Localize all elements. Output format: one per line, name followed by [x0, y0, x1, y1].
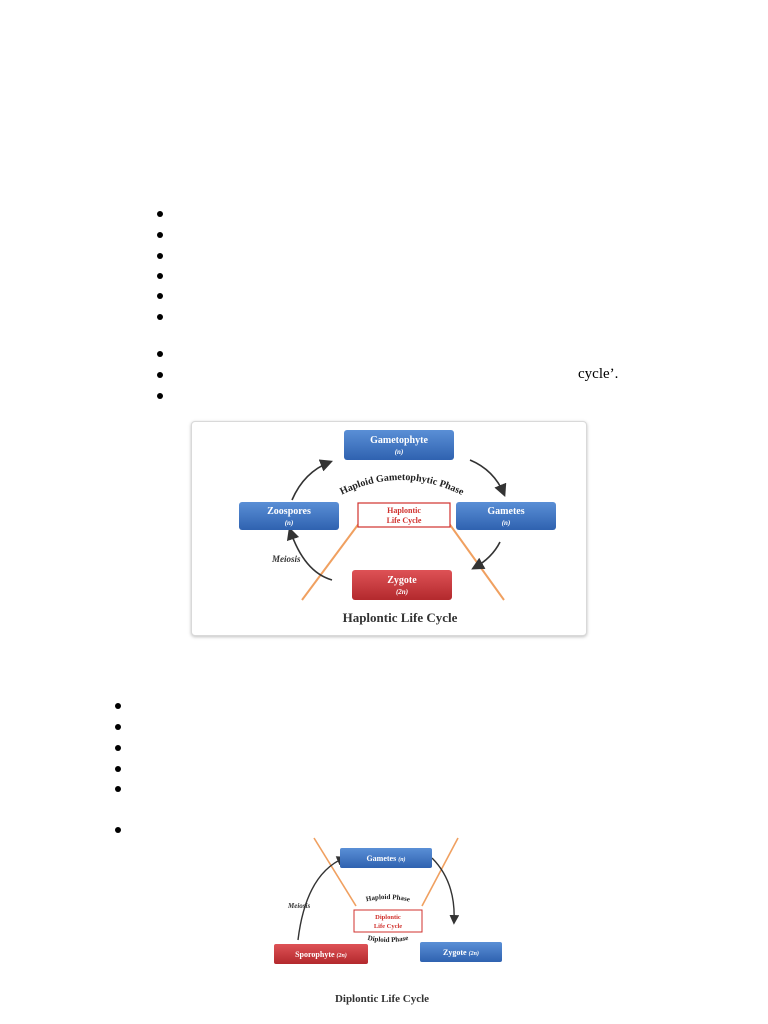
- diplontic-life-cycle-figure: Gametes (n) Meiosis Haploid Phase Diplon…: [262, 836, 514, 1012]
- meiosis-label: Meiosis: [287, 902, 310, 910]
- bullet: [157, 351, 163, 357]
- bullet: [157, 211, 163, 217]
- svg-text:Life Cycle: Life Cycle: [387, 516, 422, 525]
- bullet: [157, 253, 163, 259]
- bullet: [115, 703, 121, 709]
- arrow-sporophyte-to-gametes: [297, 856, 347, 941]
- bullet: [157, 273, 163, 279]
- svg-text:(2n): (2n): [396, 588, 408, 596]
- svg-text:Diplontic: Diplontic: [375, 914, 401, 921]
- gametes-box: Gametes (n): [340, 848, 432, 868]
- phase-label: Haploid Gametophytic Phase: [338, 472, 466, 498]
- bullet: [115, 745, 121, 751]
- sporophyte-box: Sporophyte (2n): [274, 944, 368, 964]
- zygote-box: Zygote (2n): [420, 942, 502, 962]
- svg-text:(n): (n): [502, 519, 511, 527]
- svg-text:Haplontic: Haplontic: [387, 506, 421, 515]
- bullet: [157, 372, 163, 378]
- arrow-gametophyte-to-gametes: [469, 459, 507, 497]
- svg-text:Gametes: Gametes: [487, 506, 524, 517]
- svg-text:(n): (n): [285, 519, 294, 527]
- bullet: [157, 232, 163, 238]
- figure-title: Diplontic Life Cycle: [335, 993, 429, 1005]
- svg-text:(n): (n): [395, 448, 404, 456]
- figure-title: Haplontic Life Cycle: [343, 610, 458, 625]
- svg-text:Zoospores: Zoospores: [267, 506, 311, 517]
- diplontic-center-label: Diplontic Life Cycle: [353, 909, 423, 933]
- diploid-phase-label: Diploid Phase: [367, 934, 409, 944]
- trailing-text: cycle’.: [578, 366, 619, 382]
- haplontic-center-label: Haplontic Life Cycle: [357, 502, 451, 528]
- svg-text:Gametophyte: Gametophyte: [370, 435, 428, 446]
- svg-text:Zygote: Zygote: [387, 575, 417, 586]
- bullet: [157, 393, 163, 399]
- zoospores-box: Zoospores (n): [239, 502, 339, 530]
- gametophyte-box: Gametophyte (n): [344, 430, 454, 460]
- zygote-box: Zygote (2n): [352, 570, 452, 600]
- orange-line-left: [313, 837, 357, 907]
- bullet: [157, 314, 163, 320]
- orange-line-right: [421, 837, 459, 907]
- haplontic-life-cycle-figure: Haploid Gametophytic Phase Gametophyte (…: [191, 421, 587, 636]
- svg-text:Zygote (2n): Zygote (2n): [443, 948, 479, 957]
- haploid-phase-label: Haploid Phase: [365, 893, 411, 904]
- orange-line-right: [447, 521, 505, 601]
- bullet: [115, 766, 121, 772]
- svg-text:Sporophyte (2n): Sporophyte (2n): [295, 950, 347, 959]
- arrow-gametes-to-zygote: [471, 541, 501, 570]
- bullet: [157, 293, 163, 299]
- bullet: [115, 724, 121, 730]
- arrow-zoospores-to-gametophyte: [291, 459, 333, 501]
- svg-text:Gametes (n): Gametes (n): [366, 854, 405, 863]
- svg-text:Life Cycle: Life Cycle: [374, 923, 402, 930]
- meiosis-label: Meiosis: [271, 554, 301, 564]
- arrow-zygote-to-zoospores: [286, 526, 333, 581]
- arrow-gametes-to-zygote: [431, 857, 460, 925]
- orange-line-left: [301, 521, 361, 601]
- bullet: [115, 827, 121, 833]
- gametes-box: Gametes (n): [456, 502, 556, 530]
- bullet: [115, 786, 121, 792]
